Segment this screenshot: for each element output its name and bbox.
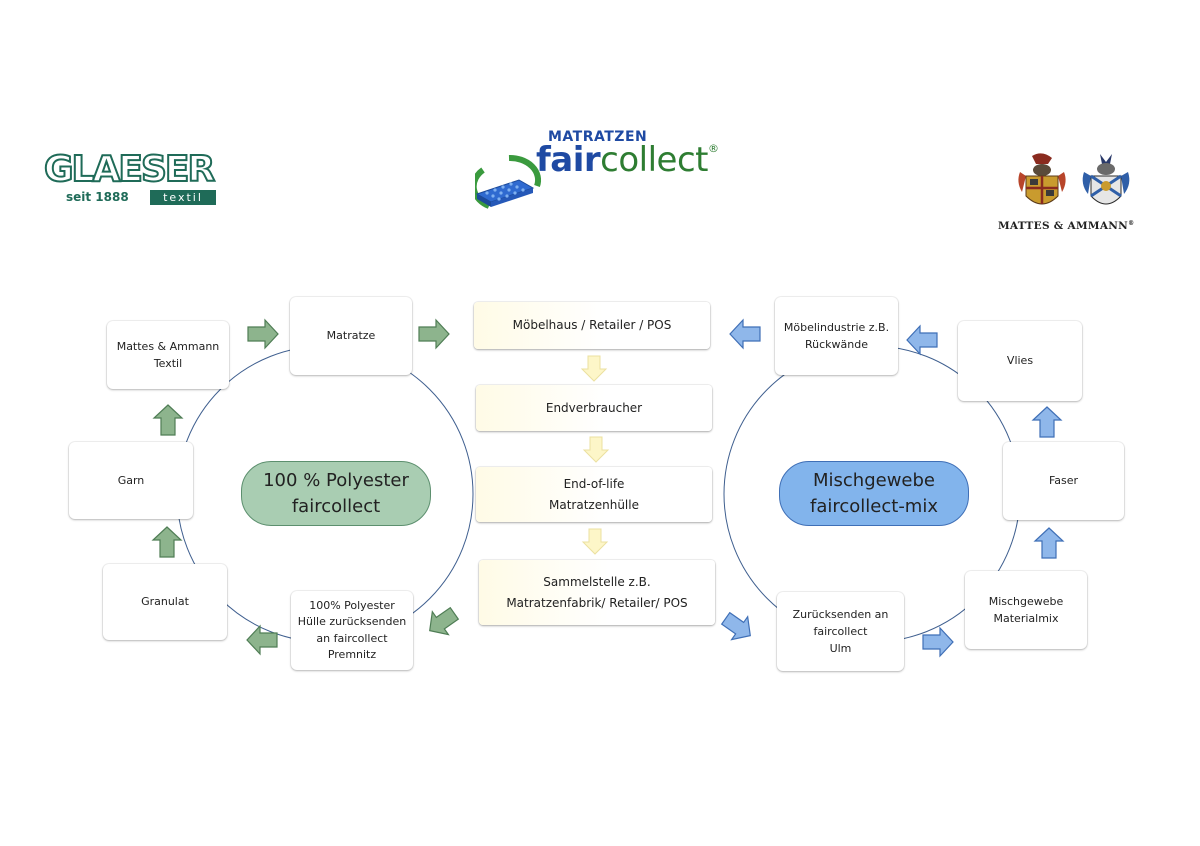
- chain-step-end-of-life: End-of-life Matratzenhülle: [476, 467, 712, 522]
- arrow-moebelindustrie-to-retailer: [729, 319, 761, 349]
- arrow-granulat-to-garn: [152, 526, 182, 558]
- glaeser-textil-label: textil: [150, 190, 216, 205]
- arrow-mattes-to-matratze: [247, 319, 279, 349]
- glaeser-wordmark: GLAESER: [43, 149, 216, 190]
- chain-step-retailer: Möbelhaus / Retailer / POS: [474, 302, 710, 349]
- mattes-ammann-wordmark: MATTES & AMMANN®: [998, 220, 1135, 232]
- node-granulat: Granulat: [103, 564, 227, 640]
- coat-of-arms-icon: [1018, 153, 1066, 205]
- chain-step-collection-point: Sammelstelle z.B. Matratzenfabrik/ Retai…: [479, 560, 715, 625]
- right-cycle-title: Mischgewebe faircollect-mix: [779, 461, 969, 526]
- node-faser: Faser: [1003, 442, 1124, 520]
- node-vlies: Vlies: [958, 321, 1082, 401]
- arrow-garn-to-mattes: [153, 404, 183, 436]
- arrow-faser-to-vlies: [1032, 406, 1062, 438]
- coat-of-arms-icon: [1082, 154, 1130, 205]
- arrow-matratze-to-retailer: [418, 319, 450, 349]
- arrow-mischgewebe-to-faser: [1034, 527, 1064, 559]
- arrow-collection-to-polyester: [421, 601, 463, 643]
- arrow-return-to-mischgewebe: [922, 627, 954, 657]
- arrow-vlies-to-moebelindustrie: [906, 325, 938, 355]
- arrow-retailer-to-consumer: [581, 355, 607, 382]
- node-mischgewebe: Mischgewebe Materialmix: [965, 571, 1087, 649]
- node-polyester-return: 100% Polyester Hülle zurücksenden an fai…: [291, 591, 413, 670]
- faircollect-wordmark: faircollect®: [536, 140, 719, 180]
- chain-step-consumer: Endverbraucher: [476, 385, 712, 431]
- left-cycle-title: 100 % Polyester faircollect: [241, 461, 431, 526]
- arrow-return-to-granulat: [246, 625, 278, 655]
- arrow-collection-to-ulm: [717, 606, 759, 648]
- mattress-icon: [475, 154, 542, 209]
- node-matratze: Matratze: [290, 297, 412, 375]
- arrow-end-of-life-to-collection: [582, 528, 608, 555]
- node-zuruecksenden-ulm: Zurücksenden an faircollect Ulm: [777, 592, 904, 671]
- node-mattes-ammann-textil: Mattes & Ammann Textil: [107, 321, 229, 389]
- node-garn: Garn: [69, 442, 193, 519]
- arrow-consumer-to-end-of-life: [583, 436, 609, 463]
- faircollect-tagline: MATRATZEN: [548, 129, 648, 145]
- node-moebelindustrie: Möbelindustrie z.B. Rückwände: [775, 297, 898, 375]
- glaeser-since: seit 1888: [66, 190, 129, 204]
